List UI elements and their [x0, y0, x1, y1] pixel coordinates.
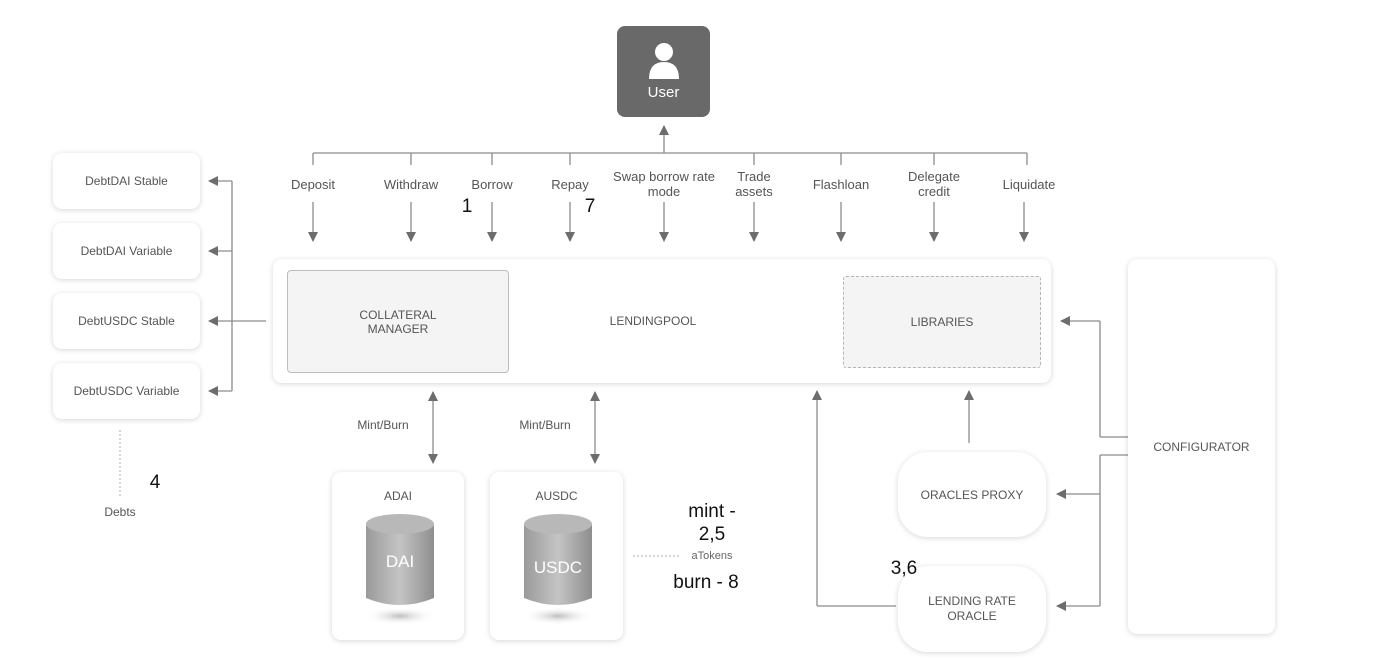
action-withdraw: Withdraw	[383, 177, 439, 192]
action-liquidate: Liquidate	[1002, 177, 1056, 192]
ausdc-title: AUSDC	[535, 489, 578, 503]
debt-dai-variable[interactable]: DebtDAI Variable	[53, 223, 200, 279]
debt-usdc-variable-label: DebtUSDC Variable	[73, 384, 180, 398]
collateral-manager[interactable]: COLLATERAL MANAGER	[287, 270, 509, 373]
libraries[interactable]: LIBRARIES	[843, 276, 1041, 368]
annotation-7: 7	[584, 196, 596, 217]
adai-coin-label: DAI	[385, 552, 415, 571]
user-label: User	[647, 84, 680, 101]
collateral-manager-label: COLLATERAL MANAGER	[359, 307, 437, 336]
action-flashloan: Flashloan	[812, 177, 870, 192]
lendingpool-label: LENDINGPOOL	[609, 314, 697, 328]
action-deposit: Deposit	[290, 177, 336, 192]
user-icon	[648, 43, 679, 79]
annotation-1: 1	[461, 196, 473, 217]
action-repay: Repay	[551, 177, 589, 192]
mint-burn-label-ausdc: Mint/Burn	[519, 418, 571, 432]
atokens-label: aTokens	[691, 550, 733, 562]
debt-dai-stable[interactable]: DebtDAI Stable	[53, 153, 200, 209]
oracles-proxy-label: ORACLES PROXY	[920, 487, 1024, 502]
user-node[interactable]: User	[617, 26, 710, 117]
lendingpool[interactable]: COLLATERAL MANAGER LENDINGPOOL LIBRARIES	[273, 259, 1051, 383]
configurator-label: CONFIGURATOR	[1153, 439, 1250, 454]
action-borrow: Borrow	[471, 177, 513, 192]
ausdc-token[interactable]: AUSDC USDC	[490, 472, 623, 640]
oracles-proxy[interactable]: ORACLES PROXY	[898, 452, 1046, 537]
lending-rate-oracle[interactable]: LENDING RATE ORACLE	[898, 566, 1046, 652]
action-delegate-credit: Delegate credit	[907, 169, 961, 199]
adai-title: ADAI	[383, 489, 412, 503]
debt-usdc-variable[interactable]: DebtUSDC Variable	[53, 363, 200, 419]
configurator[interactable]: CONFIGURATOR	[1128, 259, 1275, 634]
lending-rate-oracle-label: LENDING RATE ORACLE	[928, 594, 1016, 623]
debt-usdc-stable-label: DebtUSDC Stable	[78, 314, 175, 328]
annotation-burn: burn - 8	[673, 572, 739, 593]
annotation-mint: mint - 2,5	[688, 501, 736, 545]
annotation-3-6: 3,6	[890, 558, 918, 579]
mint-burn-label-adai: Mint/Burn	[357, 418, 409, 432]
debts-label: Debts	[104, 505, 136, 519]
action-swap-borrow-rate-mode: Swap borrow rate mode	[613, 169, 715, 199]
database-icon	[522, 514, 594, 625]
adai-token[interactable]: ADAI DAI	[332, 472, 464, 640]
libraries-label: LIBRARIES	[910, 315, 974, 329]
action-trade-assets: Trade assets	[735, 169, 773, 199]
debt-dai-stable-label: DebtDAI Stable	[85, 174, 168, 188]
debt-usdc-stable[interactable]: DebtUSDC Stable	[53, 293, 200, 349]
database-icon	[364, 514, 436, 625]
annotation-4: 4	[149, 472, 161, 493]
ausdc-coin-label: USDC	[533, 558, 583, 577]
debt-dai-variable-label: DebtDAI Variable	[80, 244, 173, 258]
